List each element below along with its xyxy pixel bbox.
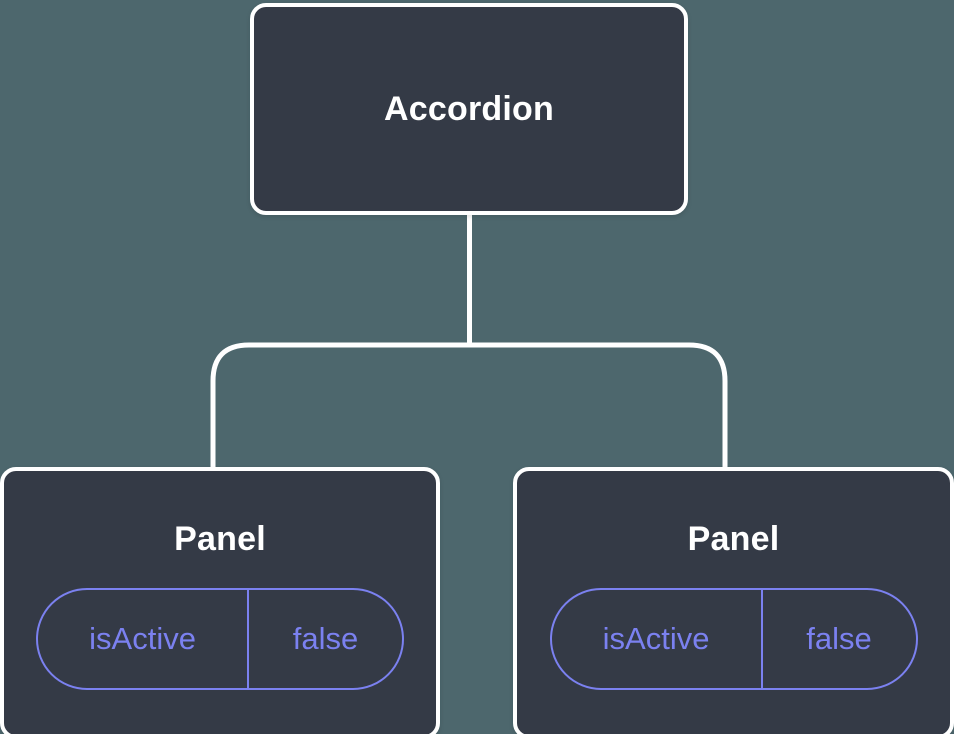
state-value: false <box>806 621 872 656</box>
panel-node-right: Panel isActive false <box>513 467 954 734</box>
state-key: isActive <box>552 590 763 688</box>
panel-left-state-pill: isActive false <box>36 588 404 690</box>
accordion-node: Accordion <box>250 3 688 215</box>
connector-bracket <box>210 342 728 470</box>
accordion-node-label: Accordion <box>384 89 554 128</box>
panel-node-left: Panel isActive false <box>0 467 440 734</box>
state-value: false <box>292 621 359 656</box>
panel-right-label: Panel <box>687 520 780 558</box>
panel-right-state-pill: isActive false <box>549 588 918 690</box>
state-key: isActive <box>38 590 250 688</box>
panel-left-label: Panel <box>174 520 266 558</box>
